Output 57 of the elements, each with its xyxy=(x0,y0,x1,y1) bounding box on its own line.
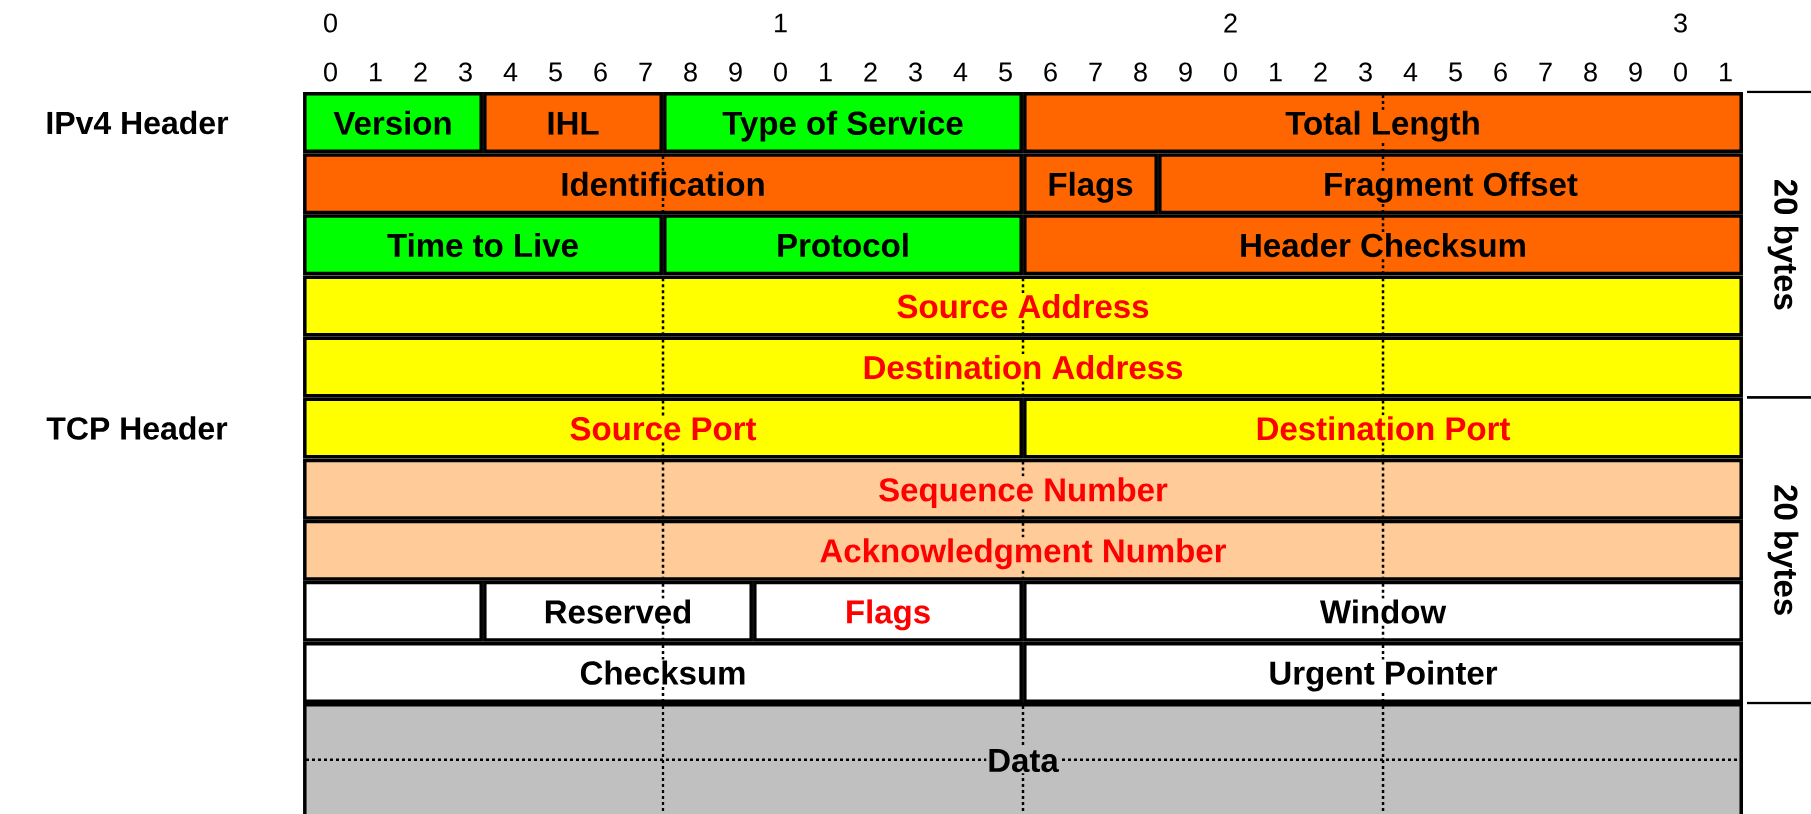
bit-number: 6 xyxy=(1494,62,1507,82)
bit-number: 0 xyxy=(324,62,337,82)
field-box: IHL xyxy=(483,92,663,153)
field-box: Destination Port xyxy=(1023,397,1743,459)
bit-number: 9 xyxy=(1629,62,1642,82)
field-box: Acknowledgment Number xyxy=(303,519,1743,581)
bit-number: 7 xyxy=(1539,62,1552,82)
bit-number: 5 xyxy=(999,62,1012,82)
bit-number: 0 xyxy=(774,62,787,82)
bit-number: 4 xyxy=(953,62,968,82)
bit-number: 1 xyxy=(820,62,832,82)
field-box: Protocol xyxy=(663,214,1023,276)
field-box xyxy=(303,580,483,642)
bit-number: 7 xyxy=(639,62,652,82)
bit-number: 2 xyxy=(1314,62,1327,82)
bit-number: 1 xyxy=(775,13,787,33)
field-box: Time to Live xyxy=(303,214,663,276)
size-cell: 20 bytes xyxy=(1747,396,1811,705)
field-box: Type of Service xyxy=(663,92,1023,153)
field-box: Urgent Pointer xyxy=(1023,641,1743,703)
field-box: Flags xyxy=(753,580,1023,642)
bit-number: 2 xyxy=(864,62,877,82)
node-label: 20 bytes xyxy=(1767,485,1799,615)
bit-number: 2 xyxy=(1224,13,1237,33)
field-box: Version xyxy=(303,92,483,153)
field-box: Flags xyxy=(1023,153,1158,215)
bit-number: 6 xyxy=(594,62,607,82)
bit-number: 5 xyxy=(549,62,562,82)
bit-number: 3 xyxy=(909,62,922,82)
bit-number: 3 xyxy=(1359,62,1372,82)
bit-number: 7 xyxy=(1089,62,1102,82)
bit-number: 3 xyxy=(1674,13,1687,33)
bit-number: 9 xyxy=(729,62,742,82)
bit-number: 5 xyxy=(1449,62,1462,82)
field-box: Source Address xyxy=(303,275,1743,337)
bit-number: 8 xyxy=(684,62,697,82)
bit-number: 1 xyxy=(1270,62,1282,82)
header-label: IPv4 Header xyxy=(47,110,229,135)
bit-number: 2 xyxy=(414,62,427,82)
bit-number: 8 xyxy=(1584,62,1597,82)
bit-number: 9 xyxy=(1179,62,1192,82)
size-cell: 20 bytes xyxy=(1747,90,1811,399)
data-box: Data xyxy=(303,703,1743,814)
bit-number: 0 xyxy=(324,13,337,33)
bit-number: 4 xyxy=(503,62,518,82)
field-box: Source Port xyxy=(303,397,1023,459)
bit-number: 0 xyxy=(1674,62,1687,82)
bit-number: 4 xyxy=(1403,62,1418,82)
field-box: Sequence Number xyxy=(303,458,1743,520)
bit-number: 1 xyxy=(370,62,382,82)
bit-number: 1 xyxy=(1720,62,1732,82)
bit-number: 6 xyxy=(1044,62,1057,82)
field-box: Reserved xyxy=(483,580,753,642)
bit-number: 3 xyxy=(459,62,472,82)
header-label: TCP Header xyxy=(46,416,228,440)
bit-number: 0 xyxy=(1224,62,1237,82)
bit-number: 8 xyxy=(1134,62,1147,82)
